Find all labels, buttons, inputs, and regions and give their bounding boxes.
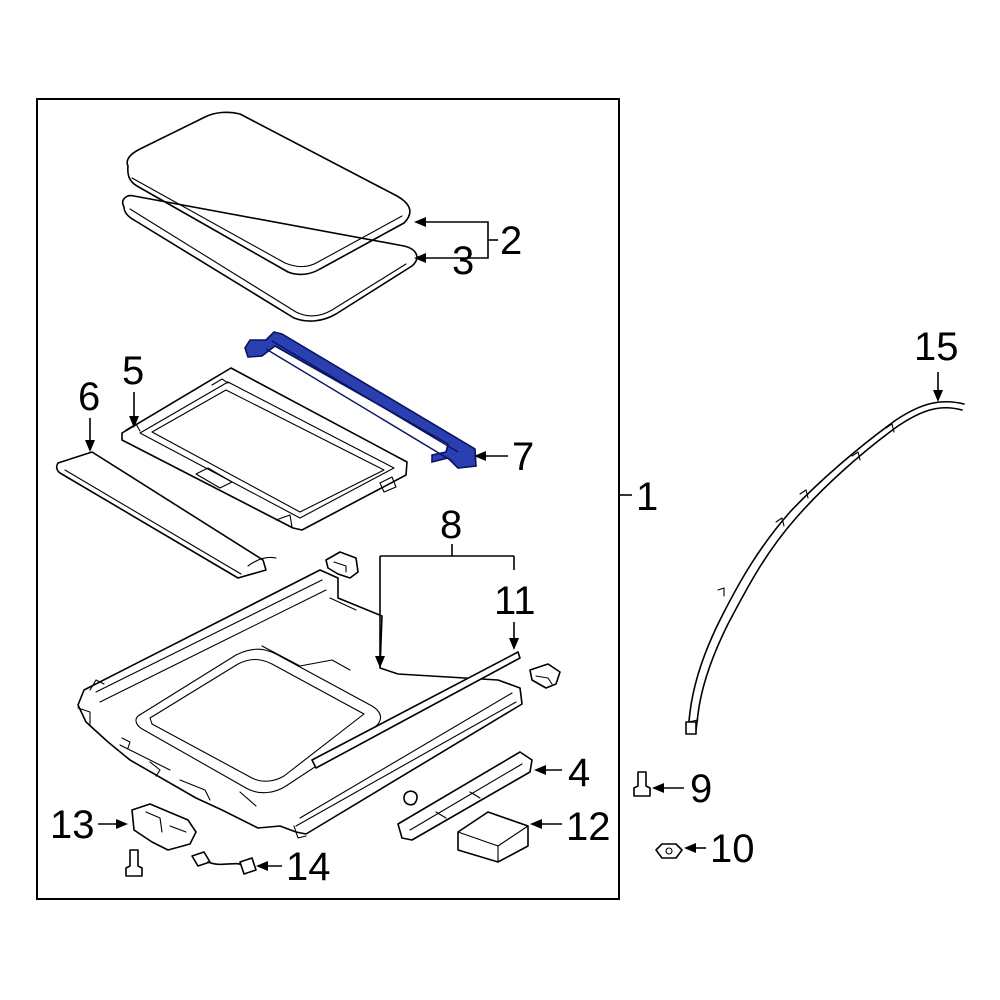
part-4-bracket[interactable] [397, 751, 533, 841]
frame-bracket-right[interactable] [529, 663, 561, 689]
part-11-drain-strip[interactable] [311, 651, 521, 769]
grommet[interactable] [403, 790, 418, 806]
callout-10: 10 [710, 827, 755, 871]
callout-2: 2 [500, 219, 522, 263]
part-12-module[interactable] [457, 811, 529, 863]
part-1-sunroof-frame[interactable] [77, 569, 523, 839]
part-2-glass-panel[interactable] [126, 111, 411, 276]
screw-13[interactable] [125, 849, 143, 877]
callout-5: 5 [122, 349, 144, 393]
part-14-harness[interactable] [191, 851, 257, 875]
part-9-bolt[interactable] [633, 771, 651, 797]
assembly-box [36, 98, 620, 900]
callout-15: 15 [914, 325, 959, 369]
callout-11: 11 [494, 579, 536, 623]
callout-8: 8 [440, 503, 462, 547]
callout-3: 3 [452, 239, 474, 283]
part-5-sunshade-frame[interactable] [121, 367, 408, 531]
callout-14: 14 [286, 845, 331, 889]
part-6-sunshade[interactable] [55, 451, 277, 579]
part-13-motor[interactable] [131, 803, 197, 851]
callout-6: 6 [78, 375, 100, 419]
callout-12: 12 [566, 805, 611, 849]
callout-1: 1 [636, 475, 658, 519]
part-3-glass-seal[interactable] [121, 194, 418, 322]
callout-4: 4 [568, 751, 590, 795]
part-15-drain-hose[interactable] [685, 400, 965, 735]
callout-7: 7 [512, 435, 534, 479]
callout-13: 13 [50, 803, 95, 847]
callout-labels: 1 2 3 4 5 6 7 8 9 10 11 12 13 14 15 [50, 219, 959, 889]
frame-bracket-top[interactable] [325, 551, 359, 579]
leader-lines [85, 217, 943, 871]
part-7-front-cross-member[interactable] [244, 331, 477, 469]
part-10-nut[interactable] [655, 843, 683, 859]
callout-9: 9 [690, 767, 712, 811]
